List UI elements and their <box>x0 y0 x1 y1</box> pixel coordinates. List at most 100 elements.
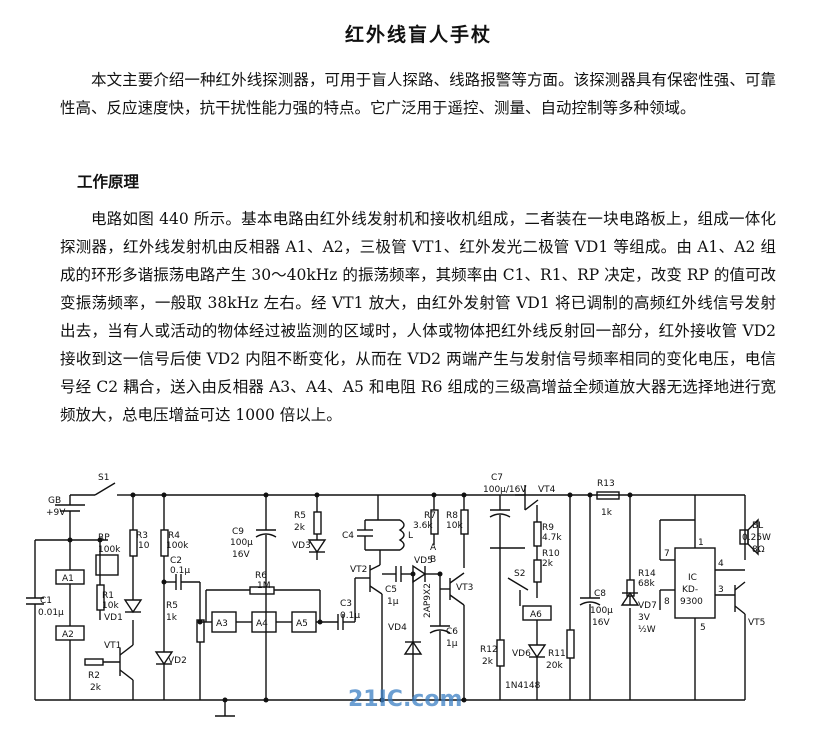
label-c6-value: 1μ <box>446 639 458 649</box>
label-a5: A5 <box>296 619 308 629</box>
label-r9-value: 4.7k <box>542 533 562 543</box>
label-pin7: 7 <box>664 549 670 559</box>
label-point-a: A <box>430 543 437 553</box>
label-vd6: VD6 <box>512 649 531 659</box>
label-r11-value: 20k <box>546 661 563 671</box>
label-ic-model2: 9300 <box>680 597 703 607</box>
body-paragraph: 电路如图 440 所示。基本电路由红外线发射机和接收机组成，二者装在一块电路板上… <box>60 205 776 429</box>
label-c3: C3 <box>340 599 352 609</box>
label-r1: R1 <box>102 591 114 601</box>
label-r4: R4 <box>168 531 180 541</box>
label-c8: C8 <box>594 589 606 599</box>
label-a4: A4 <box>256 619 268 629</box>
label-r1-value: 10k <box>102 601 119 611</box>
label-r3: R3 <box>136 531 148 541</box>
label-bl: BL <box>752 521 763 531</box>
label-r10: R10 <box>542 549 560 559</box>
label-pin1: 1 <box>698 538 704 548</box>
label-r3-value: 10 <box>138 541 150 551</box>
label-c5: C5 <box>385 585 397 595</box>
label-vd7-value2: ½W <box>638 625 656 635</box>
label-r7-value: 3.6k <box>413 521 433 531</box>
label-r5-value: 1k <box>166 613 178 623</box>
label-s1: S1 <box>98 473 109 483</box>
section-heading: 工作原理 <box>77 172 140 191</box>
label-c3-value: 0.1μ <box>340 611 360 621</box>
label-r9: R9 <box>542 523 554 533</box>
watermark: 21IC.com <box>348 687 462 712</box>
label-vd5-value: 2AP9X2 <box>423 583 433 618</box>
label-bl-value1: 0.25W <box>742 533 771 543</box>
label-c4: C4 <box>342 531 354 541</box>
label-bl-value2: 8Ω <box>752 545 765 555</box>
label-c2-value: 0.1μ <box>170 566 190 576</box>
label-a1: A1 <box>62 574 74 584</box>
page-title: 红外线盲人手杖 <box>344 24 492 46</box>
label-r10-value: 2k <box>542 559 554 569</box>
label-vd4: VD4 <box>388 623 407 633</box>
label-c6: C6 <box>446 627 458 637</box>
label-c8-value2: 16V <box>592 618 610 628</box>
label-vd7: VD7 <box>638 601 657 611</box>
label-r13: R13 <box>597 479 615 489</box>
label-vt1: VT1 <box>104 641 121 651</box>
label-r12: R12 <box>480 645 498 655</box>
label-vd7-value1: 3V <box>638 613 651 623</box>
label-ic: IC <box>688 573 697 583</box>
label-r5b-value: 2k <box>294 523 306 533</box>
label-rp: RP <box>98 533 110 543</box>
label-vd3: VD3 <box>292 541 311 551</box>
label-point-b: B <box>430 555 436 565</box>
label-r12-value: 2k <box>482 657 494 667</box>
label-r5b: R5 <box>294 511 306 521</box>
label-c2: C2 <box>170 556 182 566</box>
label-pin4: 4 <box>718 559 724 569</box>
label-ic-model: KD- <box>682 585 698 595</box>
label-c5-value: 1μ <box>387 597 399 607</box>
label-gb-voltage: +9V <box>46 508 66 518</box>
label-vt5: VT5 <box>748 618 765 628</box>
intro-text: 本文主要介绍一种红外线探测器，可用于盲人探路、线路报警等方面。该探测器具有保密性… <box>60 71 776 117</box>
label-pin5: 5 <box>700 623 706 633</box>
label-r6-value: 1M <box>257 581 271 591</box>
label-c7-value: 100μ/16V <box>483 485 527 495</box>
label-c9-value1: 100μ <box>230 538 253 548</box>
label-vd1: VD1 <box>104 613 123 623</box>
label-a2: A2 <box>62 630 74 640</box>
label-r5: R5 <box>166 601 178 611</box>
label-c7: C7 <box>491 473 503 483</box>
label-pin8: 8 <box>664 597 670 607</box>
label-pin3: 3 <box>718 585 724 595</box>
label-vt2: VT2 <box>350 565 367 575</box>
label-r8-value: 10k <box>446 521 463 531</box>
intro-paragraph: 本文主要介绍一种红外线探测器，可用于盲人探路、线路报警等方面。该探测器具有保密性… <box>60 66 776 122</box>
label-s2: S2 <box>514 569 525 579</box>
label-r11: R11 <box>548 649 566 659</box>
label-c8-value1: 100μ <box>590 606 613 616</box>
label-c1-value: 0.01μ <box>38 608 64 618</box>
label-r2-value: 2k <box>90 683 102 693</box>
label-vd5: VD5 <box>414 556 433 566</box>
label-c9: C9 <box>232 527 244 537</box>
label-r8: R8 <box>446 511 458 521</box>
label-l: L <box>408 531 413 541</box>
label-r14-value: 68k <box>638 579 655 589</box>
label-r14: R14 <box>638 569 656 579</box>
label-r7: R7 <box>424 511 436 521</box>
label-r13-value: 1k <box>601 508 613 518</box>
label-vt4: VT4 <box>538 485 556 495</box>
label-r6: R6 <box>255 571 267 581</box>
label-vd6-value: 1N4148 <box>505 681 541 691</box>
body-text: 电路如图 440 所示。基本电路由红外线发射机和接收机组成，二者装在一块电路板上… <box>60 210 776 424</box>
label-vt3: VT3 <box>456 583 473 593</box>
label-a6: A6 <box>530 610 542 620</box>
label-c1: C1 <box>40 596 52 606</box>
label-gb: GB <box>48 496 61 506</box>
label-rp-value: 100k <box>98 545 121 555</box>
label-vd2: VD2 <box>168 656 187 666</box>
label-a3: A3 <box>216 619 228 629</box>
label-r4-value: 100k <box>166 541 189 551</box>
label-c9-value2: 16V <box>232 550 250 560</box>
label-r2: R2 <box>88 671 100 681</box>
